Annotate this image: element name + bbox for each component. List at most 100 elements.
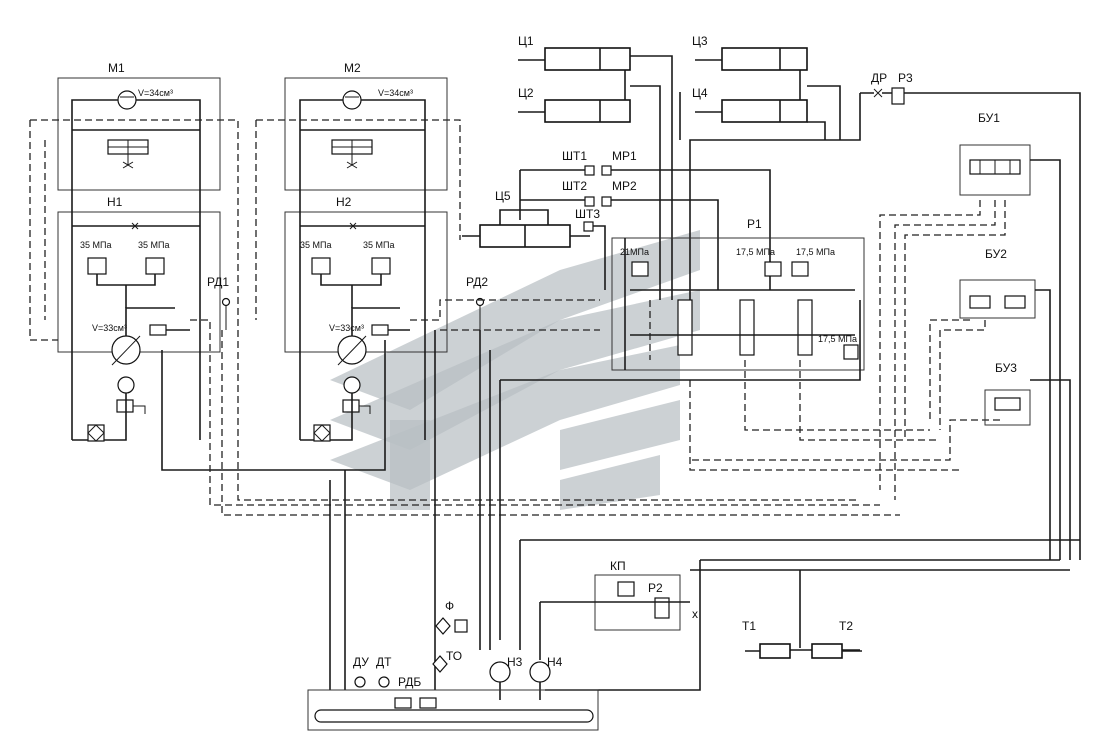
relief-175-a <box>764 261 782 277</box>
cylinder-c2 <box>544 99 631 123</box>
charge-pump-h2 <box>343 376 361 394</box>
relief-kp <box>617 581 635 597</box>
dr-label: ДР <box>871 71 887 85</box>
locks-sht-mr: ШТ1 МР1 ШТ2 МР2 ШТ3 <box>519 149 771 290</box>
cylinder-c2-label: Ц2 <box>518 86 534 100</box>
control-block-bu1: БУ1 <box>959 111 1061 560</box>
mr2-label: МР2 <box>612 179 637 193</box>
relief-valve-h2-b <box>371 257 391 275</box>
pressure-sensor-rd1: РД1 <box>207 275 231 330</box>
control-block-bu3: БУ3 <box>984 361 1071 560</box>
spool-3 <box>797 299 813 356</box>
motor-m1-label: М1 <box>108 61 125 75</box>
r1-relief-175-a-label: 17,5 МПа <box>736 247 775 257</box>
relief-175-c <box>843 344 859 360</box>
h3-label: Н3 <box>507 655 523 669</box>
charge-pump-h1 <box>117 376 135 394</box>
bu1-label: БУ1 <box>978 111 1000 125</box>
r3-label: Р3 <box>898 71 913 85</box>
temp-sensor-dt <box>378 676 390 688</box>
cylinder-c3-label: Ц3 <box>692 34 708 48</box>
rd1-label: РД1 <box>207 275 229 289</box>
motor-m2-icon <box>342 90 362 110</box>
motor-m2-label: М2 <box>344 61 361 75</box>
pump-h2-volume: V=33см³ <box>329 323 364 333</box>
to-label: ТО <box>446 649 462 663</box>
charge-relief-h2 <box>342 399 360 413</box>
motor-m1-group: М1 V=34см³ <box>57 61 221 191</box>
cylinder-c5-label: Ц5 <box>495 189 511 203</box>
rd2-label: РД2 <box>466 275 488 289</box>
relief-h2-a-pressure: 35 МПа <box>300 240 331 250</box>
motor-m1-icon <box>117 90 137 110</box>
dt-label: ДТ <box>376 655 392 669</box>
t2-label: Т2 <box>839 619 853 633</box>
pump-h1-volume: V=33см³ <box>92 323 127 333</box>
lock-sht3 <box>583 221 594 232</box>
motor-m1-volume: V=34см³ <box>138 88 173 98</box>
pilot-lines-left <box>29 119 900 516</box>
pump-h2-label: Н2 <box>336 195 352 209</box>
spool-2 <box>739 299 755 356</box>
pump-h1-group: Н1 35 МПа 35 МПа V=33см³ <box>57 185 386 471</box>
sht3-label: ШТ3 <box>575 207 600 221</box>
brakes-t1-t2: Т1 Т2 <box>742 619 862 659</box>
lock-sht2 <box>584 196 595 207</box>
h4-label: Н4 <box>547 655 563 669</box>
bu3-label: БУ3 <box>995 361 1017 375</box>
valve-rdb-a <box>394 697 412 709</box>
cylinder-c1-label: Ц1 <box>518 34 534 48</box>
du-label: ДУ <box>353 655 369 669</box>
motor-m2-group: М2 V=34см³ <box>284 61 448 191</box>
kp-plug-label: x <box>692 607 698 621</box>
valve-rdb-b <box>419 697 437 709</box>
pump-h2-group: Н2 35 МПа 35 МПа V=33см³ <box>284 185 448 442</box>
spool-1 <box>677 299 693 356</box>
pump-h1-control <box>149 324 167 336</box>
rdb-label: РДБ <box>398 675 421 689</box>
cylinder-c1 <box>544 47 631 71</box>
valve-r3 <box>891 87 905 105</box>
relief-valve-h2-a <box>311 257 331 275</box>
cylinder-c3-c4: Ц3 Ц4 <box>692 34 841 140</box>
bu2-label: БУ2 <box>985 247 1007 261</box>
relief-h1-a-pressure: 35 МПа <box>80 240 111 250</box>
filter-f: Ф <box>435 599 468 635</box>
kp-label: КП <box>610 559 626 573</box>
charge-relief-h1 <box>116 399 134 413</box>
pump-h2-control <box>371 324 389 336</box>
cylinder-c3 <box>721 47 808 71</box>
tank-body <box>314 709 594 723</box>
lock-mr1 <box>601 165 612 176</box>
lock-mr2 <box>601 196 612 207</box>
t1-label: Т1 <box>742 619 756 633</box>
f-label: Ф <box>445 599 454 613</box>
r1-relief-175-b-label: 17,5 МПа <box>796 247 835 257</box>
relief-valve-h1-b <box>145 257 165 275</box>
distributor-r1: Р1 21МПа 17,5 МПа 17,5 МПа 17,5 МПа <box>611 217 865 371</box>
sht2-label: ШТ2 <box>562 179 587 193</box>
relief-valve-h1-a <box>87 257 107 275</box>
tank: ДУ ДТ РДБ <box>307 655 599 731</box>
level-sensor-du <box>354 676 366 688</box>
control-block-bu2: БУ2 <box>959 247 1051 560</box>
motor-m2-volume: V=34см³ <box>378 88 413 98</box>
relief-h1-b-pressure: 35 МПа <box>138 240 169 250</box>
cylinder-c4-label: Ц4 <box>692 86 708 100</box>
brake-t2 <box>811 643 843 659</box>
r1-relief-175-c-label: 17,5 МПа <box>818 334 857 344</box>
pump-h1-label: Н1 <box>107 195 123 209</box>
pump-h3: Н3 <box>489 655 523 700</box>
filter-h2 <box>313 424 331 442</box>
relief-21mpa <box>631 261 649 277</box>
relief-175-b <box>791 261 809 277</box>
watermark-logo <box>330 230 700 510</box>
cooler-to: ТО <box>432 649 462 673</box>
brake-t1 <box>759 643 791 659</box>
mr1-label: МР1 <box>612 149 637 163</box>
valve-block-kp: КП Р2 x <box>539 559 698 660</box>
r2-label: Р2 <box>648 581 663 595</box>
pump-h4: Н4 <box>529 655 563 700</box>
pilot-lines-right <box>649 200 1006 500</box>
